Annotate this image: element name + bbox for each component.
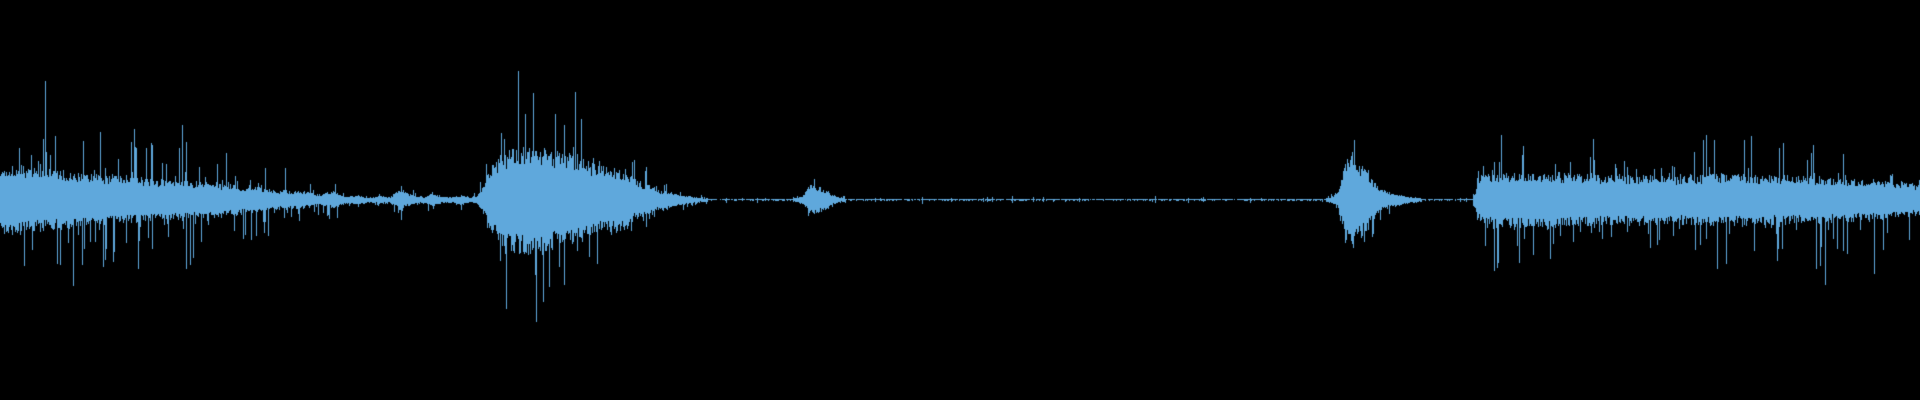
waveform-viewer: [0, 0, 1920, 400]
audio-waveform: [0, 0, 1920, 400]
